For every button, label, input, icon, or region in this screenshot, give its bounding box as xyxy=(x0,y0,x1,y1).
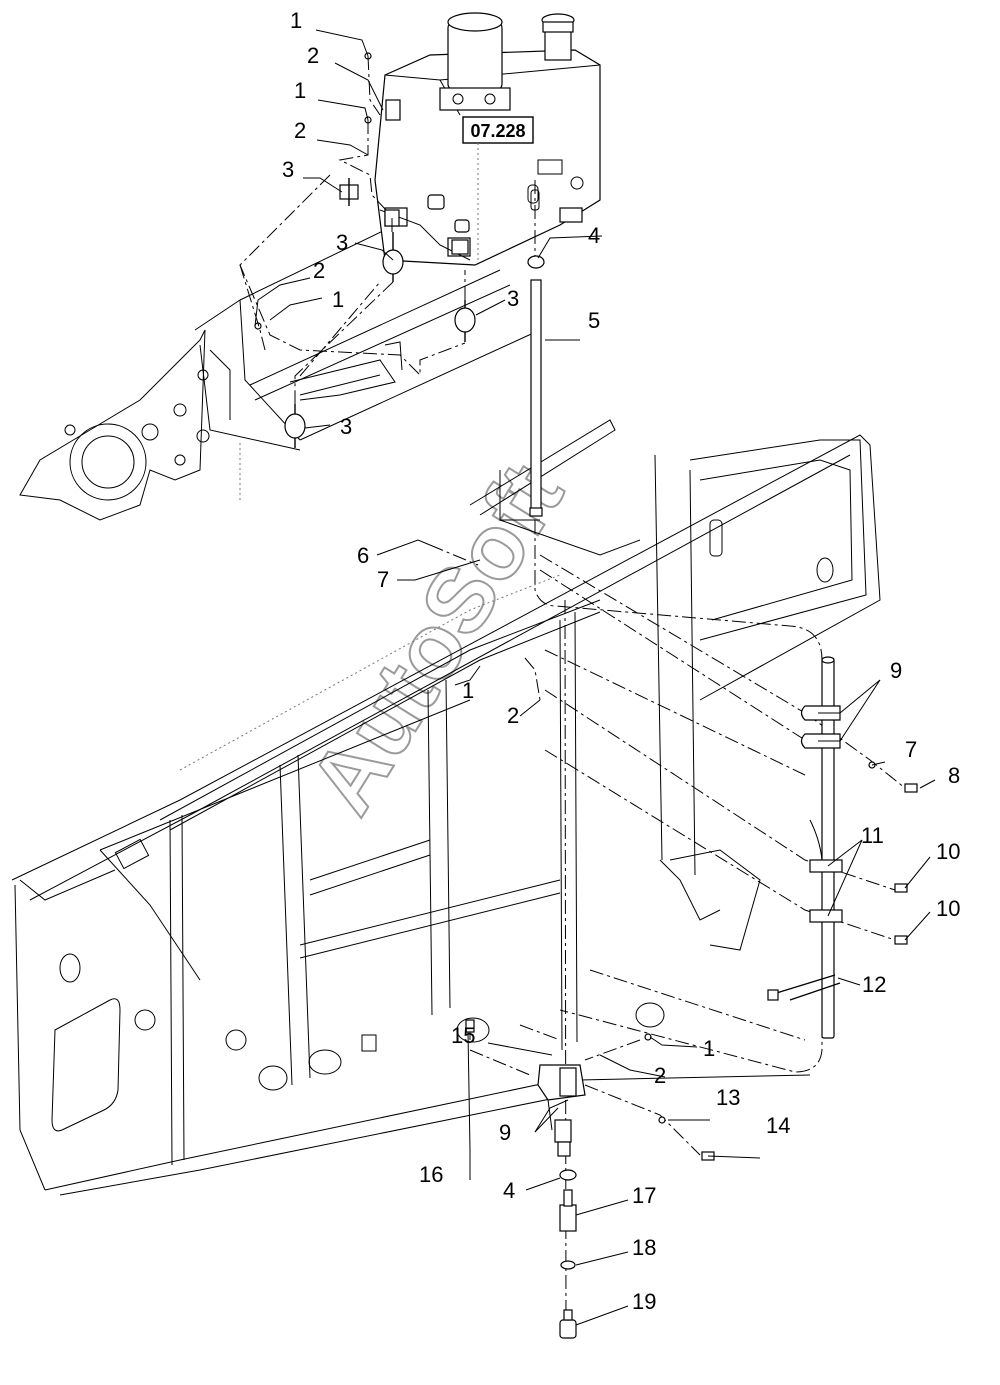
callout-15: 15 xyxy=(451,1023,475,1048)
leader-lines xyxy=(254,29,936,1326)
callout-10: 10 xyxy=(936,839,960,864)
callout-7: 7 xyxy=(377,567,389,592)
callout-labels: 1 2 1 2 3 3 2 1 3 3 4 5 6 7 1 2 9 7 8 11… xyxy=(282,8,960,1314)
callout-6: 6 xyxy=(357,543,369,568)
callout-2: 2 xyxy=(654,1063,666,1088)
callout-1: 1 xyxy=(332,287,344,312)
callout-1: 1 xyxy=(290,8,302,33)
callout-3: 3 xyxy=(336,230,348,255)
reference-box-label: 07.228 xyxy=(470,121,525,141)
lower-bracket xyxy=(465,1019,715,1339)
hose-assembly xyxy=(767,656,918,1039)
callout-2: 2 xyxy=(313,258,325,283)
callout-4: 4 xyxy=(588,223,600,248)
machine-frame xyxy=(11,434,881,1196)
callout-18: 18 xyxy=(632,1235,656,1260)
tube-5 xyxy=(527,189,545,517)
callout-13: 13 xyxy=(716,1085,740,1110)
callout-9: 9 xyxy=(890,658,902,683)
callout-9: 9 xyxy=(499,1120,511,1145)
callout-11: 11 xyxy=(861,823,884,848)
callout-3: 3 xyxy=(282,157,294,182)
callout-14: 14 xyxy=(766,1113,790,1138)
callout-2: 2 xyxy=(294,118,306,143)
callout-2: 2 xyxy=(507,703,519,728)
callout-3: 3 xyxy=(507,286,519,311)
callout-10: 10 xyxy=(936,896,960,921)
callout-16: 16 xyxy=(419,1162,443,1187)
reference-box: 07.228 xyxy=(462,116,534,260)
callout-1: 1 xyxy=(703,1036,715,1061)
callout-2: 2 xyxy=(307,43,319,68)
callout-1: 1 xyxy=(462,678,474,703)
callout-17: 17 xyxy=(632,1183,656,1208)
callout-3: 3 xyxy=(340,414,352,439)
mount-3d xyxy=(284,404,306,448)
callout-7: 7 xyxy=(905,737,917,762)
mount-3c xyxy=(454,300,476,342)
callout-8: 8 xyxy=(948,763,960,788)
callout-5: 5 xyxy=(588,308,600,333)
callout-12: 12 xyxy=(862,972,886,997)
callout-1: 1 xyxy=(294,78,306,103)
callout-19: 19 xyxy=(632,1289,656,1314)
callout-4: 4 xyxy=(503,1178,515,1203)
